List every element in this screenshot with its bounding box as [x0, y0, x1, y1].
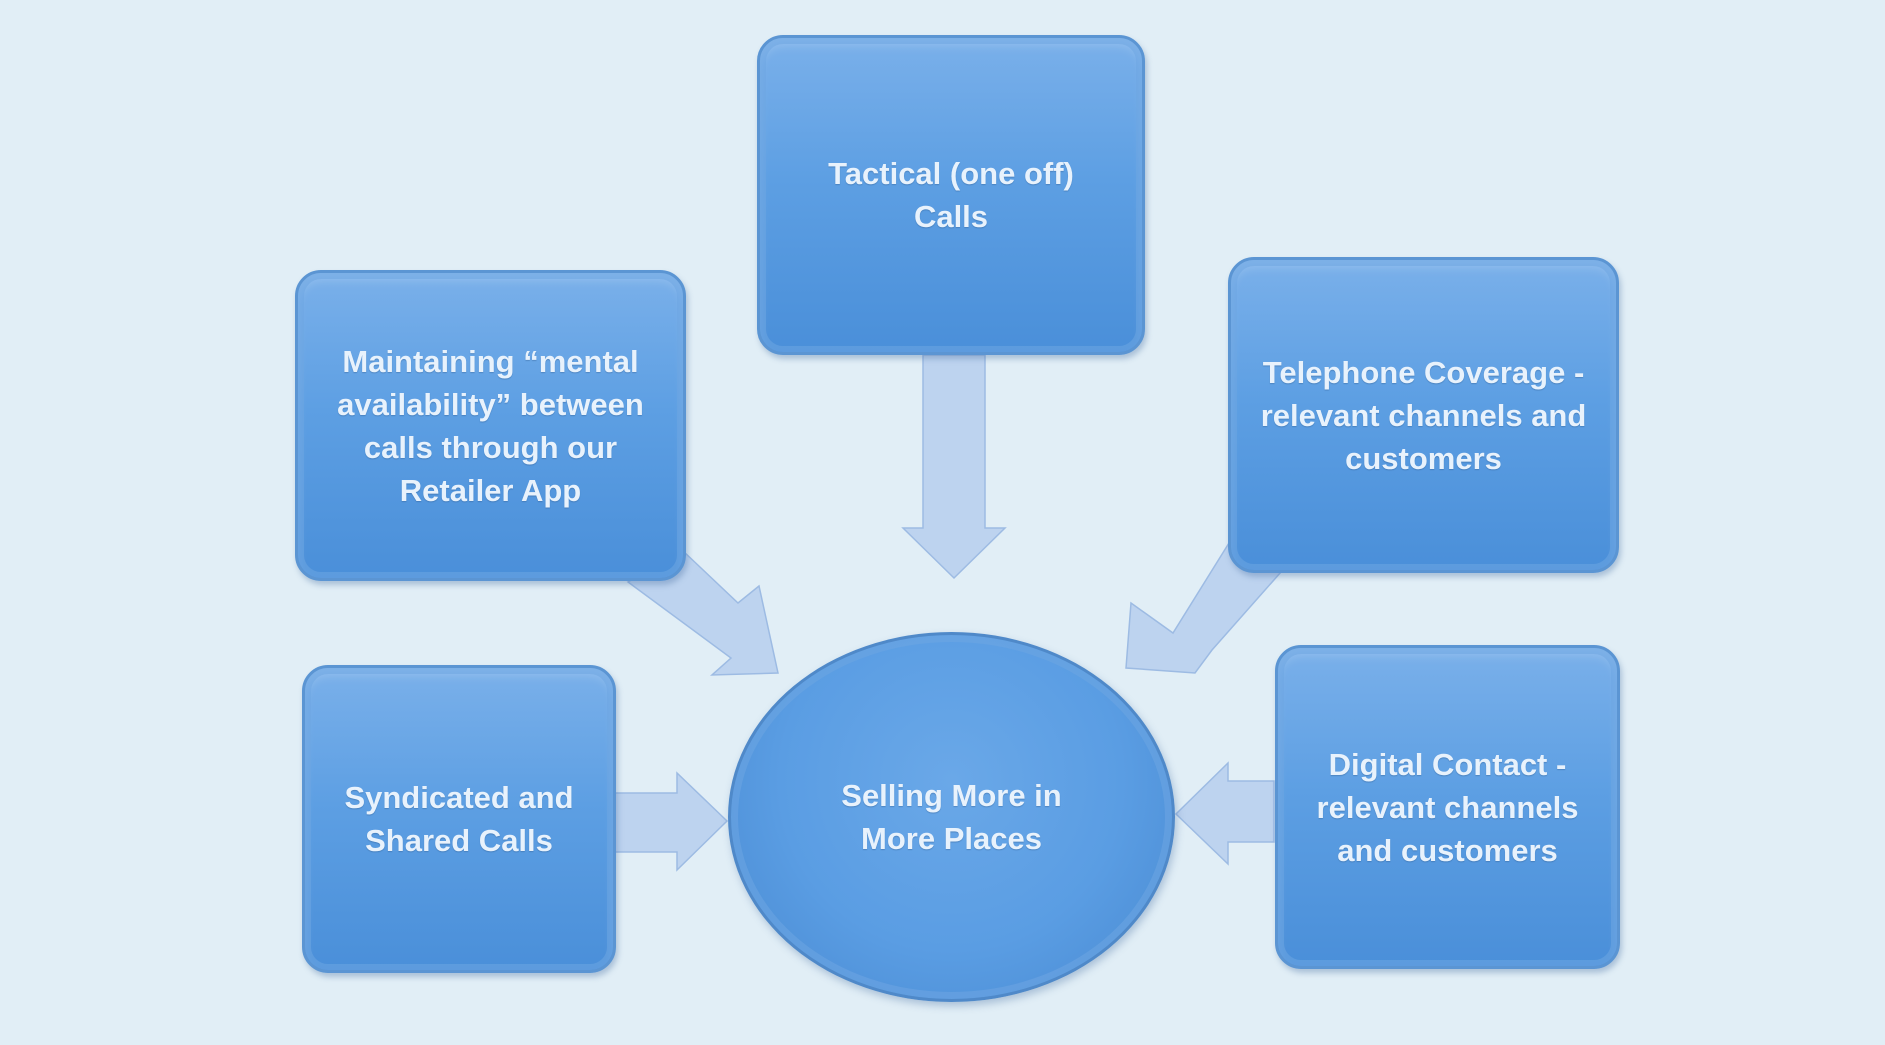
- center-node-label: Selling More in More Places: [841, 778, 1062, 856]
- arrow-tactical-to-center: [901, 354, 1007, 580]
- node-syndicated: Syndicated and Shared Calls: [302, 665, 616, 973]
- node-digital-label: Digital Contact - relevant channels and …: [1316, 746, 1579, 868]
- node-tactical-label: Tactical (one off) Calls: [828, 156, 1074, 234]
- node-mental-availability-label: Maintaining “mental availability” betwee…: [337, 343, 644, 508]
- arrow-telephone-to-center: [1125, 541, 1283, 674]
- node-telephone: Telephone Coverage - relevant channels a…: [1228, 257, 1619, 573]
- node-mental-availability: Maintaining “mental availability” betwee…: [295, 270, 686, 581]
- node-syndicated-label: Syndicated and Shared Calls: [344, 780, 574, 858]
- arrow-syndicated-to-center: [614, 771, 729, 872]
- node-telephone-label: Telephone Coverage - relevant channels a…: [1260, 354, 1587, 476]
- node-tactical: Tactical (one off) Calls: [757, 35, 1145, 355]
- center-node: Selling More in More Places: [728, 632, 1175, 1002]
- arrow-mental-availability-to-center: [626, 549, 779, 676]
- arrow-digital-to-center: [1174, 761, 1275, 866]
- node-digital: Digital Contact - relevant channels and …: [1275, 645, 1620, 969]
